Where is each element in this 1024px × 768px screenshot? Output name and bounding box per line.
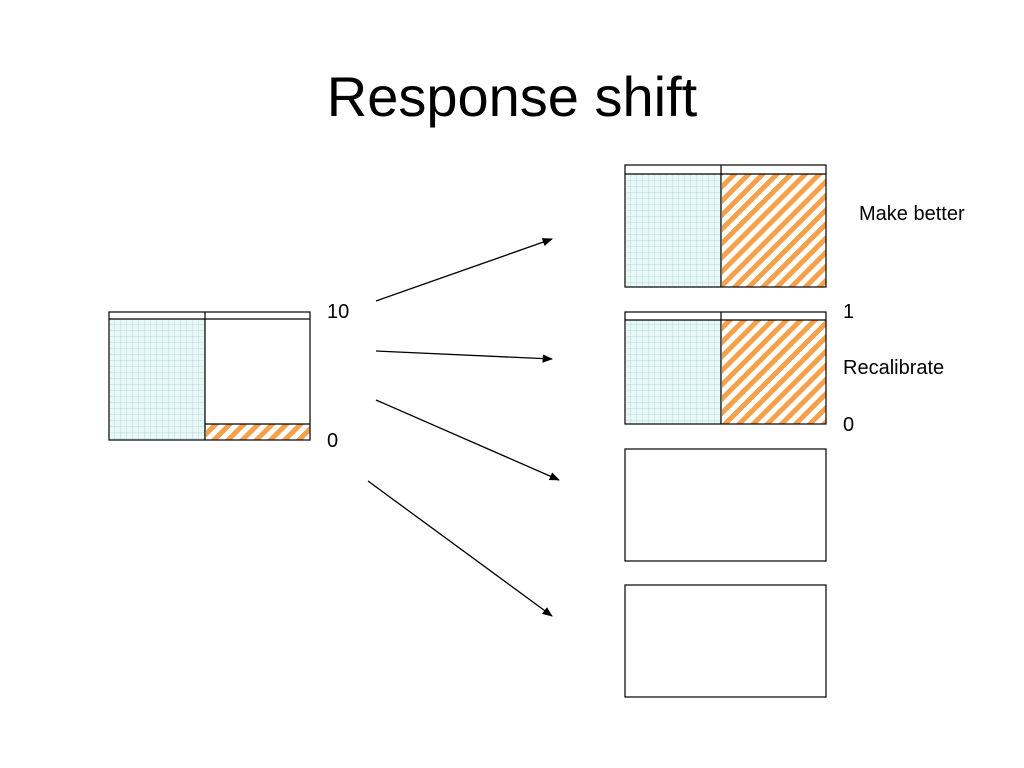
- recalibrate-bottom-label: 0: [843, 414, 855, 436]
- make-better-box-outline: [624, 164, 827, 288]
- recalibrate-label: Recalibrate: [843, 357, 945, 379]
- outcome-box-make-better: [624, 164, 827, 288]
- recalibrate-orange-hatch-bar: [722, 320, 826, 424]
- make-better-orange-hatch-bar: [722, 174, 826, 287]
- left-scale-box: [108, 311, 311, 441]
- recalibrate-box-outline: [624, 311, 827, 425]
- left-box-outline: [108, 311, 311, 441]
- arrow-outcome-4: [367, 480, 553, 617]
- arrows: [367, 238, 560, 617]
- arrow-recalibrate: [375, 350, 554, 363]
- outcome-box-recalibrate: [624, 311, 827, 425]
- outcome-box-empty-3: [624, 448, 827, 562]
- slide-title: Response shift: [326, 65, 698, 128]
- make-better-blue-grid-bar: [626, 174, 721, 287]
- left-scale-top-label: 10: [327, 301, 350, 323]
- make-better-label: Make better: [859, 203, 965, 225]
- recalibrate-top-label: 1: [843, 301, 855, 323]
- left-blue-grid-bar: [110, 319, 205, 440]
- arrow-make-better: [375, 238, 553, 302]
- recalibrate-blue-grid-bar: [626, 320, 721, 424]
- left-orange-hatch-bar: [206, 424, 310, 440]
- left-scale-bottom-label: 0: [327, 430, 339, 452]
- outcome-box-empty-4: [624, 584, 827, 698]
- arrow-outcome-3: [375, 399, 560, 481]
